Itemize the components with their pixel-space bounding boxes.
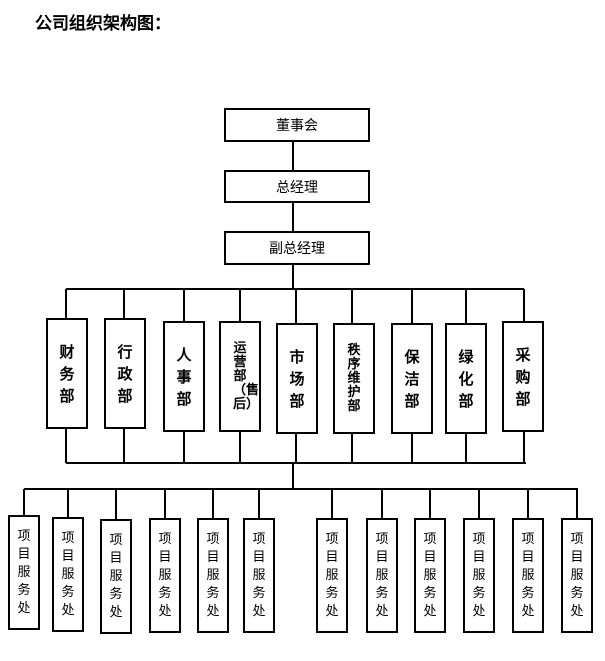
project-office: 项目服务处 [243, 518, 275, 633]
department-connector-bottom [411, 428, 413, 463]
project-office-label: 项目服务处 [423, 531, 437, 619]
general-manager-label: 总经理 [276, 179, 318, 196]
department-finance: 财务部 [46, 318, 88, 429]
department-label: 采购部 [515, 345, 531, 408]
department-label: 运营部（售后） [233, 340, 260, 412]
project-office: 项目服务处 [52, 517, 84, 632]
department-connector-top [523, 289, 525, 323]
department-connector-top [239, 289, 241, 323]
project-office-connector [331, 489, 333, 519]
project-office: 项目服务处 [463, 518, 495, 633]
project-office-label: 项目服务处 [521, 531, 535, 619]
department-connector-bottom [465, 428, 467, 463]
department-connector-top [411, 289, 413, 323]
board-node: 董事会 [224, 108, 370, 142]
board-label: 董事会 [276, 118, 318, 134]
department-connector-top [465, 289, 467, 323]
department-purchasing: 采购部 [502, 321, 544, 432]
connector-board-gm [292, 141, 294, 171]
department-connector-bottom [123, 428, 125, 463]
department-label: 市场部 [289, 347, 305, 410]
project-office-connector [381, 489, 383, 519]
department-connector-top [351, 289, 353, 323]
department-security: 秩序维护部 [333, 323, 375, 434]
project-office: 项目服务处 [414, 518, 446, 633]
project-office: 项目服务处 [100, 519, 132, 634]
project-office-label: 项目服务处 [252, 531, 266, 619]
project-office: 项目服务处 [149, 518, 181, 633]
project-office-connector [23, 489, 25, 519]
page-title: 公司组织架构图： [35, 14, 171, 34]
project-office-connector [576, 489, 578, 519]
department-connector-top [183, 289, 185, 323]
general-manager-node: 总经理 [224, 170, 370, 203]
project-office-connector [212, 489, 214, 519]
project-office-connector [258, 489, 260, 519]
project-office: 项目服务处 [366, 518, 398, 633]
department-connector-top [123, 289, 125, 323]
project-office-label: 项目服务处 [206, 531, 220, 619]
department-label: 行政部 [117, 342, 133, 405]
project-office: 项目服务处 [561, 518, 593, 633]
department-administration: 行政部 [104, 318, 146, 429]
project-office-connector [115, 489, 117, 519]
project-office-label: 项目服务处 [472, 531, 486, 619]
project-office-label: 项目服务处 [17, 528, 31, 616]
deputy-general-manager-label: 副总经理 [269, 241, 325, 257]
project-office-label: 项目服务处 [375, 531, 389, 619]
dept-bottom-bus [66, 462, 526, 464]
department-connector-bottom [295, 428, 297, 463]
department-landscaping: 绿化部 [445, 323, 487, 434]
connector-gm-dgm [292, 202, 294, 232]
project-office: 项目服务处 [8, 515, 40, 630]
connector-dgm-bus [292, 264, 294, 289]
project-office-label: 项目服务处 [325, 531, 339, 619]
project-office-connector [67, 489, 69, 519]
department-connector-bottom [523, 428, 525, 463]
project-office-connector [478, 489, 480, 519]
project-office: 项目服务处 [512, 518, 544, 633]
project-office-label: 项目服务处 [61, 530, 75, 618]
project-office-connector [164, 489, 166, 519]
department-connector-top [295, 289, 297, 323]
project-office-connector [429, 489, 431, 519]
project-office-label: 项目服务处 [570, 531, 584, 619]
department-connector-bottom [239, 428, 241, 463]
department-connector-bottom [351, 428, 353, 463]
department-connector-bottom [183, 428, 185, 463]
department-label: 保洁部 [404, 347, 420, 410]
department-hr: 人事部 [163, 321, 205, 432]
department-label: 人事部 [176, 345, 192, 408]
project-office-label: 项目服务处 [158, 531, 172, 619]
department-cleaning: 保洁部 [391, 323, 433, 434]
project-office: 项目服务处 [197, 518, 229, 633]
project-office-label: 项目服务处 [109, 532, 123, 620]
project-office-connector [527, 489, 529, 519]
project-office: 项目服务处 [316, 518, 348, 633]
department-operations: 运营部（售后） [219, 321, 261, 432]
department-connector-bottom [65, 428, 67, 463]
department-marketing: 市场部 [276, 323, 318, 434]
project-top-bus [24, 488, 578, 490]
department-label: 绿化部 [458, 347, 474, 410]
department-label: 秩序维护部 [347, 342, 361, 414]
deputy-general-manager-node: 副总经理 [224, 231, 370, 265]
connector-dept-project [292, 463, 294, 489]
department-label: 财务部 [59, 342, 75, 405]
department-connector-top [65, 289, 67, 323]
